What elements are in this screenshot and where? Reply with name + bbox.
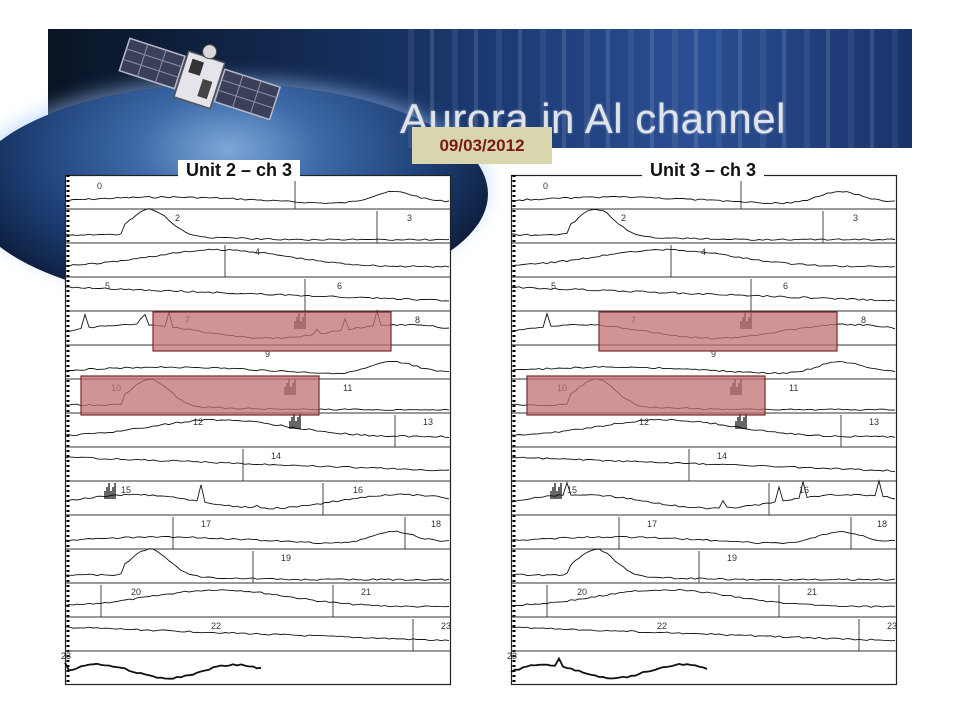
series-line [510, 286, 896, 302]
row-label: 18 [431, 519, 441, 529]
row-label: 17 [201, 519, 211, 529]
row-label: 14 [271, 451, 281, 461]
row-label: 3 [407, 213, 412, 223]
quicklook-panel-unit3: 023456789101112131415161718192021222323 [507, 174, 898, 686]
aurora-highlight-box [152, 311, 392, 352]
row-label: 9 [711, 349, 716, 359]
series-line [64, 662, 262, 680]
row-label: 22 [211, 621, 221, 631]
row-label: 23 [441, 621, 451, 631]
aurora-highlight-box [526, 375, 766, 416]
row-label: 18 [877, 519, 887, 529]
quicklook-panel-unit2: 023456789101112131415161718192021222323 [61, 174, 452, 686]
row-label: 8 [861, 315, 866, 325]
series-line [510, 531, 896, 544]
row-label: 0 [543, 181, 548, 191]
series-line [510, 456, 896, 472]
series-line [64, 530, 450, 544]
row-label: 20 [577, 587, 587, 597]
series-line [64, 360, 450, 375]
series-line [510, 588, 896, 608]
row-label: 0 [97, 181, 102, 191]
series-line [510, 626, 896, 642]
row-label: 13 [423, 417, 433, 427]
row-label: 20 [131, 587, 141, 597]
row-label: 23 [61, 651, 71, 661]
series-line [64, 418, 450, 438]
row-label: 12 [639, 417, 649, 427]
row-label: 11 [789, 383, 798, 393]
panel-title-unit2: Unit 2 – ch 3 [178, 160, 301, 181]
panel-title-unit3: Unit 3 – ch 3 [642, 160, 765, 181]
aurora-highlight-box [80, 375, 320, 416]
row-label: 21 [807, 587, 817, 597]
series-line [64, 286, 450, 302]
row-label: 22 [657, 621, 667, 631]
row-label: 13 [869, 417, 879, 427]
row-label: 21 [361, 587, 371, 597]
row-label: 19 [727, 553, 737, 563]
satellite-icon [118, 37, 282, 121]
row-label: 12 [193, 417, 203, 427]
series-line [510, 548, 896, 581]
row-label: 4 [255, 247, 260, 257]
series-line [510, 418, 896, 438]
series-line [510, 361, 896, 375]
series-line [510, 656, 708, 680]
row-label: 2 [175, 213, 180, 223]
series-line [64, 484, 450, 510]
row-label: 17 [647, 519, 657, 529]
row-label: 6 [337, 281, 342, 291]
row-label: 23 [887, 621, 897, 631]
row-label: 16 [799, 485, 809, 495]
series-line [64, 456, 450, 472]
row-label: 3 [853, 213, 858, 223]
row-label: 9 [265, 349, 270, 359]
row-label: 19 [281, 553, 291, 563]
series-line [510, 208, 896, 241]
series-line [65, 548, 450, 581]
series-line [64, 190, 450, 205]
row-label: 6 [783, 281, 788, 291]
series-line [64, 248, 450, 268]
row-label: 2 [621, 213, 626, 223]
row-label: 5 [105, 281, 110, 291]
row-label: 8 [415, 315, 420, 325]
series-line [64, 589, 450, 608]
series-line [64, 208, 450, 241]
row-label: 5 [551, 281, 556, 291]
aurora-highlight-box [598, 311, 838, 352]
series-line [64, 626, 450, 642]
row-label: 4 [701, 247, 706, 257]
row-label: 15 [121, 485, 131, 495]
row-label: 23 [507, 651, 517, 661]
row-label: 14 [717, 451, 727, 461]
date-badge: 09/03/2012 [412, 127, 552, 164]
series-line [510, 479, 896, 510]
row-label: 15 [567, 485, 577, 495]
series-line [510, 191, 896, 205]
row-label: 16 [353, 485, 363, 495]
series-line [510, 248, 896, 268]
row-label: 11 [343, 383, 352, 393]
